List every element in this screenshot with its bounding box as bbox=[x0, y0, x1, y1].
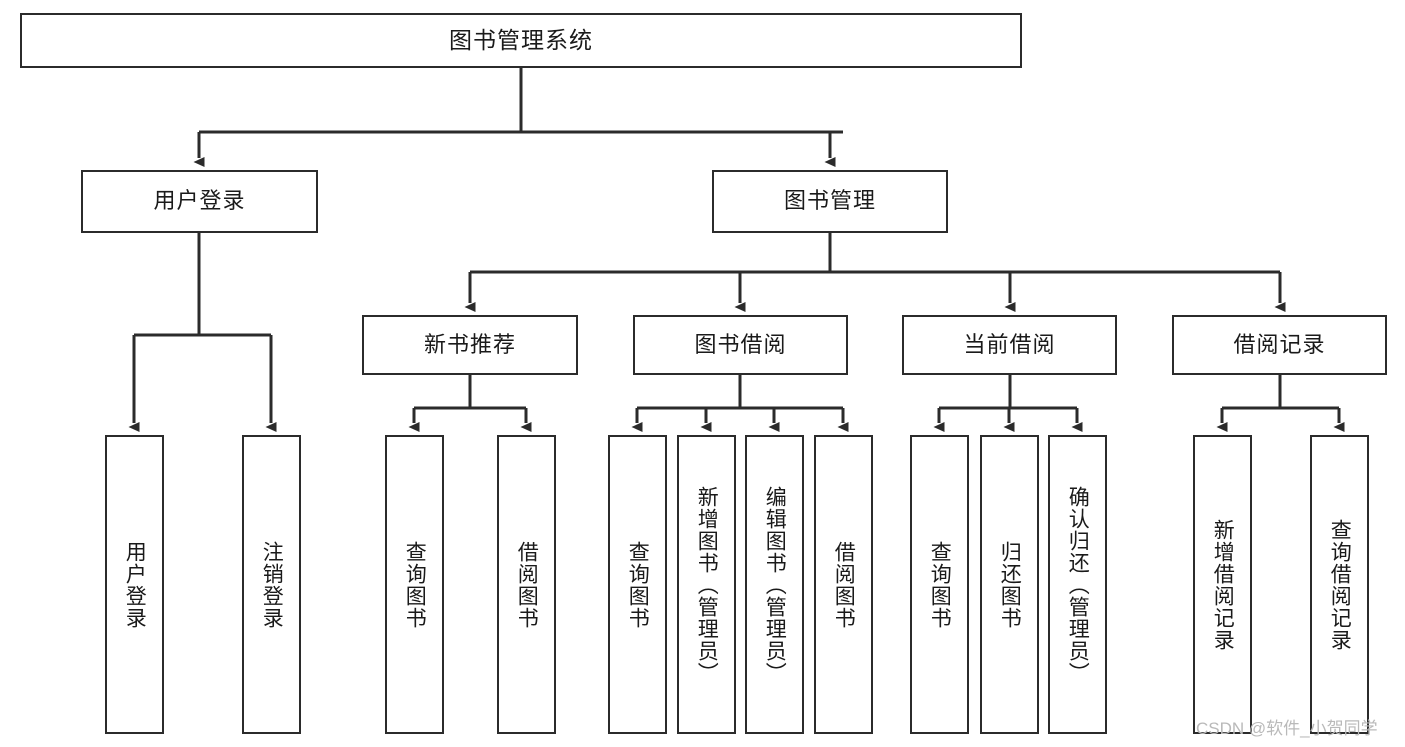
node-leaf-user-login[interactable]: 用户登录 bbox=[105, 435, 164, 734]
node-current-borrow[interactable]: 当前借阅 bbox=[902, 315, 1117, 375]
node-borrow-record[interactable]: 借阅记录 bbox=[1172, 315, 1387, 375]
node-leaf-query-record[interactable]: 查询借阅记录 bbox=[1310, 435, 1369, 734]
node-book-borrow[interactable]: 图书借阅 bbox=[633, 315, 848, 375]
node-user-login[interactable]: 用户登录 bbox=[81, 170, 318, 233]
node-leaf-borrow-book[interactable]: 借阅图书 bbox=[814, 435, 873, 734]
node-leaf-add-record[interactable]: 新增借阅记录 bbox=[1193, 435, 1252, 734]
node-book-management[interactable]: 图书管理 bbox=[712, 170, 948, 233]
node-leaf-borrow-book-recommend[interactable]: 借阅图书 bbox=[497, 435, 556, 734]
node-leaf-query-book-current[interactable]: 查询图书 bbox=[910, 435, 969, 734]
node-new-book-recommend[interactable]: 新书推荐 bbox=[362, 315, 578, 375]
node-leaf-query-book-recommend[interactable]: 查询图书 bbox=[385, 435, 444, 734]
node-leaf-logout-login[interactable]: 注销登录 bbox=[242, 435, 301, 734]
node-leaf-edit-book[interactable]: 编辑图书（管理员） bbox=[745, 435, 804, 734]
node-root-system[interactable]: 图书管理系统 bbox=[20, 13, 1022, 68]
node-leaf-add-book[interactable]: 新增图书（管理员） bbox=[677, 435, 736, 734]
node-leaf-return-book[interactable]: 归还图书 bbox=[980, 435, 1039, 734]
watermark-text: CSDN @软件_小贺同学 bbox=[1196, 719, 1378, 738]
node-leaf-confirm-return[interactable]: 确认归还（管理员） bbox=[1048, 435, 1107, 734]
node-leaf-query-book-borrow[interactable]: 查询图书 bbox=[608, 435, 667, 734]
